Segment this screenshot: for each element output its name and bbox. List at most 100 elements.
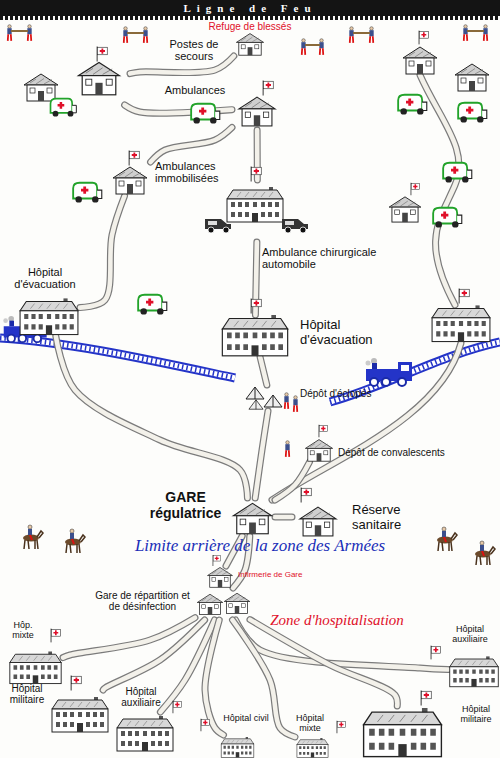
red-cross-flag [337,721,345,734]
house [79,62,120,94]
ambulance [443,163,472,183]
place-node: Ambulance chirurgicale automobile [210,180,305,242]
place-label: Gare de répartition et de désinfection [90,590,195,612]
road-surface [275,515,292,520]
house [197,594,223,614]
road-edge [80,196,125,308]
red-cross-flag [71,676,81,691]
house [239,97,275,126]
red-cross-flag [301,488,311,503]
place-label: GARE régulatrice [143,490,228,521]
art-part [301,39,305,55]
walking-soldiers [284,393,297,457]
place-label: Hôp. mixte [2,620,44,640]
road-edge [260,357,267,385]
ambulance [138,295,167,315]
red-cross-flag [263,81,273,96]
red-cross-flag [201,719,209,732]
hospital-building [20,298,78,334]
place-label: Ambulance chirurgicale automobile [262,246,387,271]
place-node: Hôpital d'évacuation [215,315,295,357]
hospital-building [117,716,173,751]
road-connector [260,357,267,385]
place-label: Ambulances immobilisées [155,160,245,185]
side-road [272,75,461,500]
road-surface [80,196,125,308]
road-edge [103,620,205,690]
place-label: Infirmerie de Gare [238,571,328,580]
art-part [467,30,484,32]
house [300,507,336,536]
place-node: Dépôt de convalescents [303,432,335,462]
road-edge [151,127,232,162]
place-node: Postes de secours [20,60,130,105]
red-cross-flag [213,555,220,566]
tent [249,400,263,409]
art-part [369,27,373,43]
road-surface [205,620,224,735]
red-cross-flag [421,691,431,706]
red-cross-flag [411,183,419,196]
place-node: Hôpital militaire [50,690,110,738]
road-connector [275,517,292,518]
road-connector [56,336,248,498]
place-node: Gare de répartition et de désinfection [195,588,250,620]
tent [264,395,282,407]
place-node: Réserve sanitaire [292,498,347,536]
red-cross-flag [459,289,469,304]
hospital-building [450,656,499,686]
red-cross-flag [251,167,261,182]
place-label: Postes de secours [158,38,230,63]
house [305,440,332,462]
art-part [284,393,288,409]
art-part [293,396,297,412]
place-label: Réserve sanitaire [352,503,442,532]
road-edge [205,620,224,735]
place-label: Hôpital mixte [286,713,334,733]
art-part [463,25,467,41]
place-label: Refuge de blessés [195,21,305,32]
place-node: GARE régulatrice [230,498,275,536]
place-node: Hôpital auxiliaire [448,650,500,692]
place-label: Hôpital d'évacuation [8,266,82,291]
place-label: Hôpital militaire [452,704,500,724]
horseman [437,527,457,551]
hospital-building [432,305,490,341]
road-connector [255,411,268,498]
place-label: Dépôt d'éclopés [300,388,395,399]
red-cross-flag [173,701,181,714]
art-part [483,25,487,41]
road-surface [260,357,267,385]
art-part [7,25,11,41]
art-part [143,27,147,43]
red-cross-flag [97,47,107,62]
ambulance [458,103,487,123]
art-part [285,441,289,457]
house [224,593,250,613]
road-surface [151,127,232,162]
place-node: Dépôt d'éclopés [245,385,295,411]
road-edge [275,514,292,521]
art-part [0,338,235,378]
ambulance [51,99,77,117]
art-part [11,30,28,32]
title-text: Ligne de Feu [0,1,500,15]
place-node: Hôpital mixte [290,737,335,758]
locomotive [366,358,413,386]
art-part [272,343,461,500]
art-part [349,27,353,43]
title-band [0,0,500,16]
place-node: Ambulances immobilisées [108,162,152,196]
zone-label: Zone d'hospitalisation [262,612,412,629]
art-part [0,338,235,378]
house [113,167,147,194]
house [455,64,489,91]
ambulance [73,183,102,203]
house [403,47,437,74]
place-label: Hôpital auxiliaire [440,624,500,644]
place-label: Hôpital auxiliaire [112,686,170,708]
art-part [319,39,323,55]
road-edge [250,620,397,706]
